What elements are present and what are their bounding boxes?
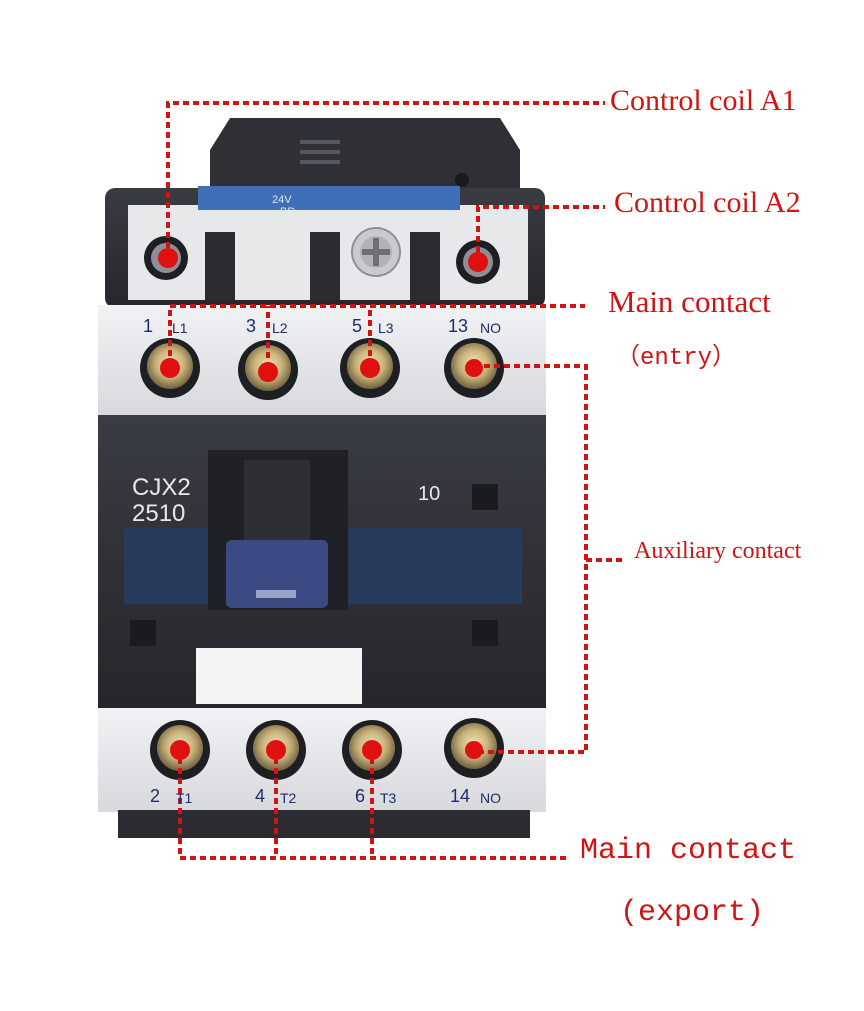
terminal-number: 5 — [352, 316, 363, 336]
terminal-label: T2 — [280, 790, 297, 806]
terminal-number: 3 — [246, 316, 257, 336]
model-line-1: CJX2 — [132, 474, 191, 501]
terminal-number: 14 — [450, 786, 471, 806]
aux-code: 10 — [418, 483, 441, 505]
terminal-label: NO — [480, 320, 501, 336]
terminal-label: L2 — [272, 320, 288, 336]
terminal-number: 13 — [448, 316, 469, 336]
terminal-label: T3 — [380, 790, 397, 806]
callout-coil-a1: Control coil A1 — [610, 84, 797, 117]
callout-lines — [166, 101, 626, 860]
callout-coil-a2: Control coil A2 — [614, 186, 801, 219]
terminal-number: 1 — [143, 316, 154, 336]
coil-voltage: 24V — [272, 194, 292, 206]
callout-auxiliary: Auxiliary contact — [634, 538, 802, 564]
mounting-bracket — [210, 118, 520, 200]
callout-main-entry-sub: （entry） — [616, 345, 737, 372]
terminal-number: 2 — [150, 786, 161, 806]
coil-code: BD — [280, 206, 296, 218]
terminal-number: 6 — [355, 786, 366, 806]
terminal-label: L3 — [378, 320, 394, 336]
callout-main-entry: Main contact — [608, 284, 771, 319]
terminal-label: NO — [480, 790, 501, 806]
model-line-2: 2510 — [132, 500, 186, 527]
terminal-label: L1 — [172, 320, 188, 336]
terminal-label: T1 — [176, 790, 193, 806]
terminal-dots — [158, 248, 488, 760]
callout-main-export-sub: (export) — [620, 896, 765, 930]
label-plate — [196, 648, 362, 704]
terminal-number: 4 — [255, 786, 266, 806]
callout-main-export: Main contact — [580, 834, 797, 868]
